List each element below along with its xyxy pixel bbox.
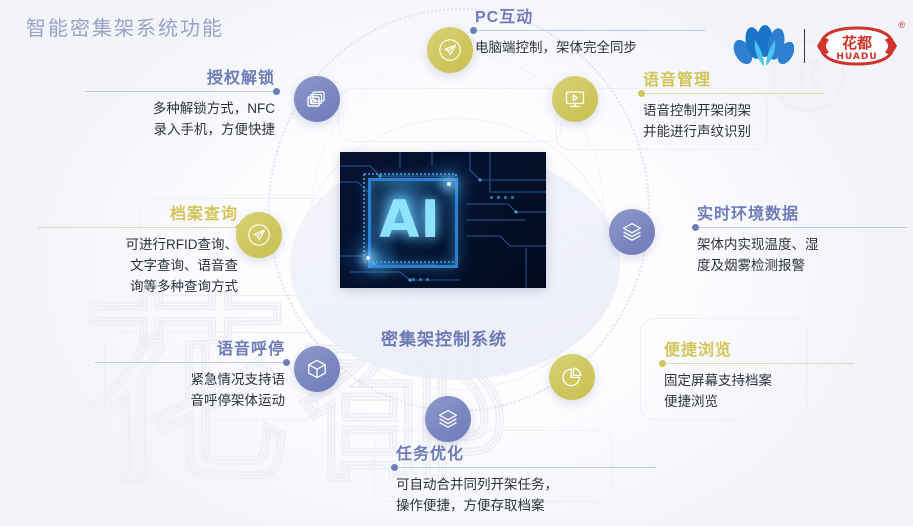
icon-realtime-environment-data[interactable] <box>609 209 655 255</box>
registered-watermark: R <box>773 40 845 112</box>
cube-icon <box>308 359 326 379</box>
feature-title: 便捷浏览 <box>664 342 733 359</box>
feature-underline <box>638 90 823 97</box>
monitor-play-icon <box>565 91 585 108</box>
feature-body-line-2: 并能进行声纹识别 <box>643 124 751 139</box>
spark-top <box>447 182 451 186</box>
feature-title: 授权解锁 <box>206 70 275 87</box>
feature-body-line-2: 便捷浏览 <box>664 394 718 409</box>
spark-bottom <box>366 256 370 260</box>
huadu-badge: 花都 HUADU ® <box>815 20 905 68</box>
feature-body-line-2: 度及烟雾检测报警 <box>697 258 805 273</box>
feature-dot <box>470 27 477 34</box>
icon-voice-management[interactable] <box>552 76 598 122</box>
feature-body-line-1: 多种解锁方式，NFC <box>152 101 275 116</box>
icon-task-optimization[interactable] <box>425 396 471 442</box>
feature-body-line-1: 可进行RFID查询、 <box>125 237 239 252</box>
layers-icon <box>438 409 458 428</box>
lotus-logo <box>733 25 794 66</box>
feature-body-line-1: 架体内实现温度、湿 <box>697 237 819 252</box>
paper-plane-icon <box>248 224 270 246</box>
icon-archive-query[interactable] <box>236 212 282 258</box>
feature-dot <box>638 90 645 97</box>
feature-underline <box>659 360 854 367</box>
feature-body-line-2: 录入手机，方便快捷 <box>153 122 276 137</box>
feature-dot <box>692 224 699 231</box>
feature-dot <box>659 360 666 367</box>
feature-realtime-environment-data[interactable]: 实时环境数据 架体内实现温度、湿 度及烟雾检测报警 <box>692 200 907 276</box>
ai-chip-image: AI <box>340 152 546 288</box>
feature-voice-stop[interactable]: 语音呼停 紧急情况支持语 音呼停架体运动 <box>95 335 290 411</box>
feature-convenient-browse[interactable]: 便捷浏览 固定屏幕支持档案 便捷浏览 <box>659 336 854 412</box>
ai-label: AI <box>379 190 441 250</box>
feature-body-line-2: 操作便捷，方便存取档案 <box>396 498 545 513</box>
feature-underline <box>470 27 705 34</box>
chip-outline <box>368 178 458 268</box>
feature-body-line-1: 固定屏幕支持档案 <box>664 373 772 388</box>
feature-task-optimization[interactable]: 任务优化 可自动合并同列开架任务， 操作便捷，方便存取档案 <box>391 440 656 516</box>
feature-title: 语音呼停 <box>216 341 285 358</box>
brand-logos: 花都 HUADU ® <box>730 20 905 68</box>
feature-body-line-3: 询等多种查询方式 <box>130 279 238 294</box>
feature-dot <box>273 88 280 95</box>
pie-chart-icon <box>562 367 582 387</box>
feature-voice-management[interactable]: 语音管理 语音控制开架闭架 并能进行声纹识别 <box>638 66 823 142</box>
feature-body-line-2: 文字查询、语音查 <box>130 258 238 273</box>
svg-text:花都: 花都 <box>842 34 872 52</box>
paper-plane-icon <box>439 39 461 61</box>
feature-title: 档案查询 <box>169 206 238 223</box>
logo-divider <box>804 29 805 63</box>
icon-voice-stop[interactable] <box>294 346 340 392</box>
feature-underline <box>38 224 243 231</box>
center-caption: 密集架控制系统 <box>381 330 507 349</box>
feature-body-line-1: 可自动合并同列开架任务， <box>396 477 558 492</box>
feature-body-line-1: 紧急情况支持语 <box>190 372 286 387</box>
feature-body-line-1: 电脑端控制，架体完全同步 <box>475 40 637 55</box>
icon-convenient-browse[interactable] <box>549 354 595 400</box>
page-title: 智能密集架系统功能 <box>26 18 224 40</box>
feature-title: PC互动 <box>475 9 534 26</box>
svg-text:HUADU: HUADU <box>836 52 877 62</box>
feature-authorized-unlock[interactable]: 授权解锁 多种解锁方式，NFC 录入手机，方便快捷 <box>85 64 280 140</box>
feature-underline <box>85 88 280 95</box>
feature-dot <box>391 464 398 471</box>
icon-pc-interaction[interactable] <box>427 27 473 73</box>
feature-pc-interaction[interactable]: PC互动 电脑端控制，架体完全同步 <box>470 3 705 58</box>
photo-heart-icon <box>307 91 325 107</box>
registered-mark: ® <box>898 20 905 30</box>
feature-body-line-2: 音呼停架体运动 <box>190 393 286 408</box>
feature-underline <box>692 224 907 231</box>
feature-title: 任务优化 <box>396 446 465 463</box>
layers-icon <box>622 222 642 241</box>
feature-underline <box>391 464 656 471</box>
feature-title: 实时环境数据 <box>697 206 800 223</box>
feature-underline <box>95 359 290 366</box>
feature-body-line-1: 语音控制开架闭架 <box>643 103 751 118</box>
feature-title: 语音管理 <box>643 72 712 89</box>
feature-archive-query[interactable]: 档案查询 可进行RFID查询、 文字查询、语音查 询等多种查询方式 <box>38 200 243 297</box>
feature-dot <box>283 359 290 366</box>
icon-authorized-unlock[interactable] <box>294 76 340 122</box>
huadu-seal-icon: 花都 HUADU <box>817 26 897 66</box>
